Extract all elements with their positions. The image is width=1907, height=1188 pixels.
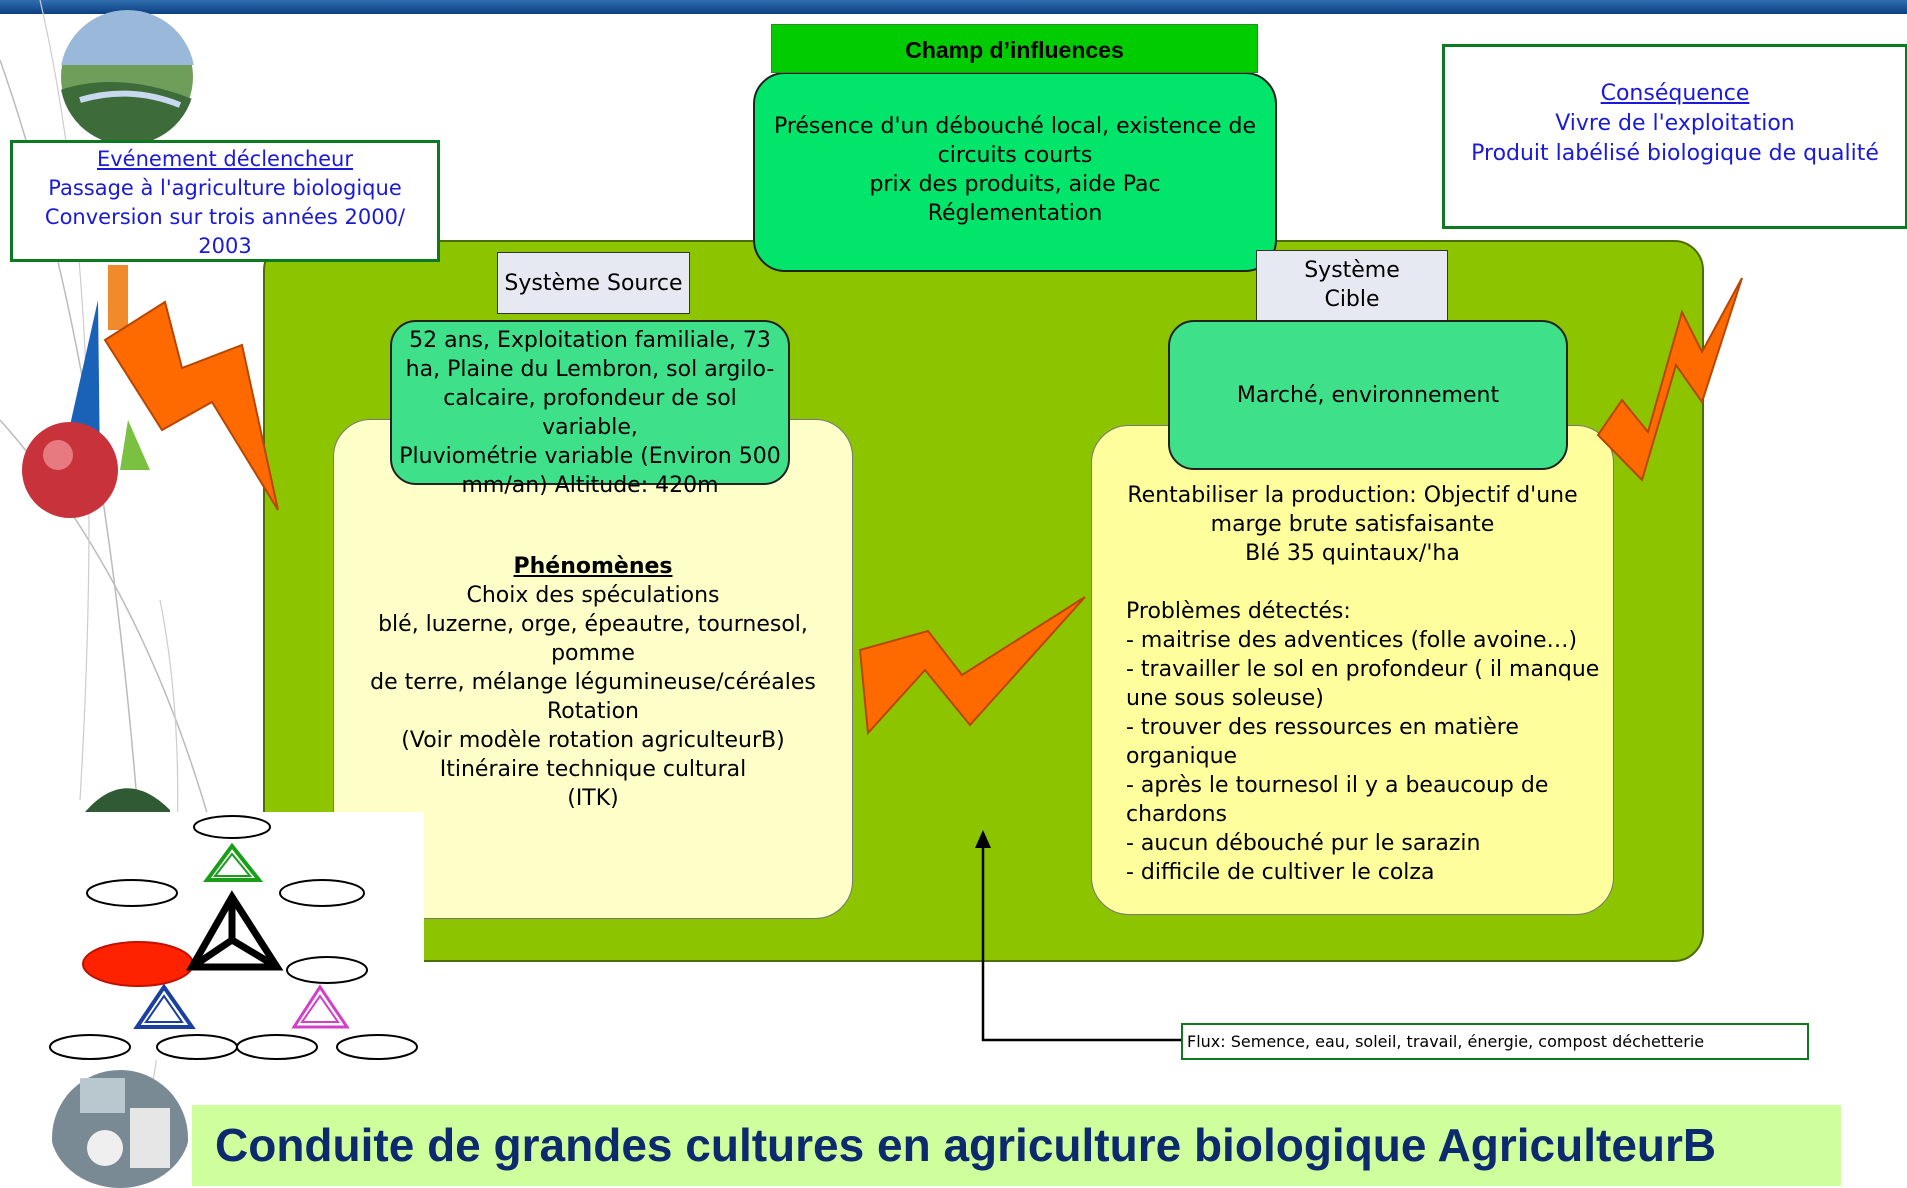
problem-item: organique (1126, 744, 1238, 769)
source-info-line: calcaire, profondeur de sol variable, (443, 386, 737, 440)
flux-box: Flux: Semence, eau, soleil, travail, éne… (1181, 1023, 1809, 1060)
source-info-line: ha, Plaine du Lembron, sol argilo- (405, 357, 775, 382)
influence-line: circuits courts (937, 143, 1093, 168)
phenomena-line: Rotation (546, 699, 639, 724)
consequence-box: Conséquence Vivre de l'exploitation Prod… (1442, 44, 1907, 229)
page-title: Conduite de grandes cultures en agricult… (215, 1119, 1717, 1171)
source-info-line: mm/an) Altitude: 420m (461, 473, 719, 498)
phenomena-line: de terre, mélange légumineuse/céréales (370, 670, 816, 695)
problem-item: - trouver des ressources en matière (1126, 715, 1519, 740)
consequence-title: Conséquence (1600, 81, 1750, 106)
lightning-bolt-center-icon (858, 596, 1086, 736)
objective-line: Blé 35 quintaux/'ha (1245, 541, 1460, 566)
target-system-info: Marché, environnement (1168, 320, 1568, 470)
influences-header: Champ d’influences (771, 24, 1258, 73)
problem-item: - travailler le sol en profondeur ( il m… (1126, 657, 1600, 682)
phenomena-line: Itinéraire technique cultural (439, 757, 747, 782)
phenomena-line: (ITK) (567, 786, 619, 811)
river-photo (60, 10, 195, 145)
problem-item: chardons (1126, 802, 1228, 827)
target-system-label: Système Cible (1256, 250, 1448, 322)
consequence-line: Produit labélisé biologique de qualité (1471, 141, 1879, 166)
phenomena-title: Phénomènes (513, 554, 673, 579)
phenomena-line: (Voir modèle rotation agriculteurB) (401, 728, 785, 753)
trigger-event-box: Evénement déclencheur Passage à l'agricu… (10, 140, 440, 262)
problem-item: - aucun débouché pur le sarazin (1126, 831, 1481, 856)
source-system-label: Système Source (497, 252, 690, 314)
problem-item: - difficile de cultiver le colza (1126, 860, 1435, 885)
lab-photo (52, 1070, 188, 1188)
source-info-line: 52 ans, Exploitation familiale, 73 (409, 328, 771, 353)
target-label-line: Système (1304, 258, 1400, 283)
trigger-line: 2003 (198, 234, 252, 258)
problem-item: une sous soleuse) (1126, 686, 1324, 711)
problem-item: - après le tournesol il y a beaucoup de (1126, 773, 1549, 798)
objective-line: Rentabiliser la production: Objectif d'u… (1127, 483, 1578, 508)
phenomena-line: Choix des spéculations (466, 583, 720, 608)
trigger-line: Passage à l'agriculture biologique (48, 176, 402, 200)
source-system-info: 52 ans, Exploitation familiale, 73 ha, P… (390, 320, 790, 498)
title-band (192, 1105, 1841, 1186)
consequence-line: Vivre de l'exploitation (1555, 111, 1795, 136)
influence-line: Présence d'un débouché local, existence … (773, 114, 1257, 139)
source-info-line: Pluviométrie variable (Environ 500 (399, 444, 781, 469)
influence-line: prix des produits, aide Pac (869, 172, 1161, 197)
trigger-title: Evénement déclencheur (96, 147, 354, 171)
objectives-box: Rentabiliser la production: Objectif d'u… (1091, 425, 1614, 915)
problem-item: - maitrise des adventices (folle avoine…… (1126, 628, 1578, 653)
trigger-line: Conversion sur trois années 2000/ (44, 205, 406, 229)
objective-line: marge brute satisfaisante (1210, 512, 1495, 537)
target-label-line: Cible (1324, 287, 1380, 312)
lightning-bolt-left-icon (103, 300, 279, 511)
lightning-bolt-right-icon (1596, 277, 1743, 482)
influences-box: Présence d'un débouché local, existence … (753, 72, 1277, 272)
flux-arrow (975, 830, 1182, 1042)
rotation-diagram-graphic (49, 815, 418, 1060)
phenomena-line: blé, luzerne, orge, épeautre, tournesol,… (378, 612, 808, 666)
influence-line: Réglementation (927, 201, 1103, 226)
problems-title: Problèmes détectés: (1126, 599, 1351, 624)
top-bar (0, 0, 1907, 14)
